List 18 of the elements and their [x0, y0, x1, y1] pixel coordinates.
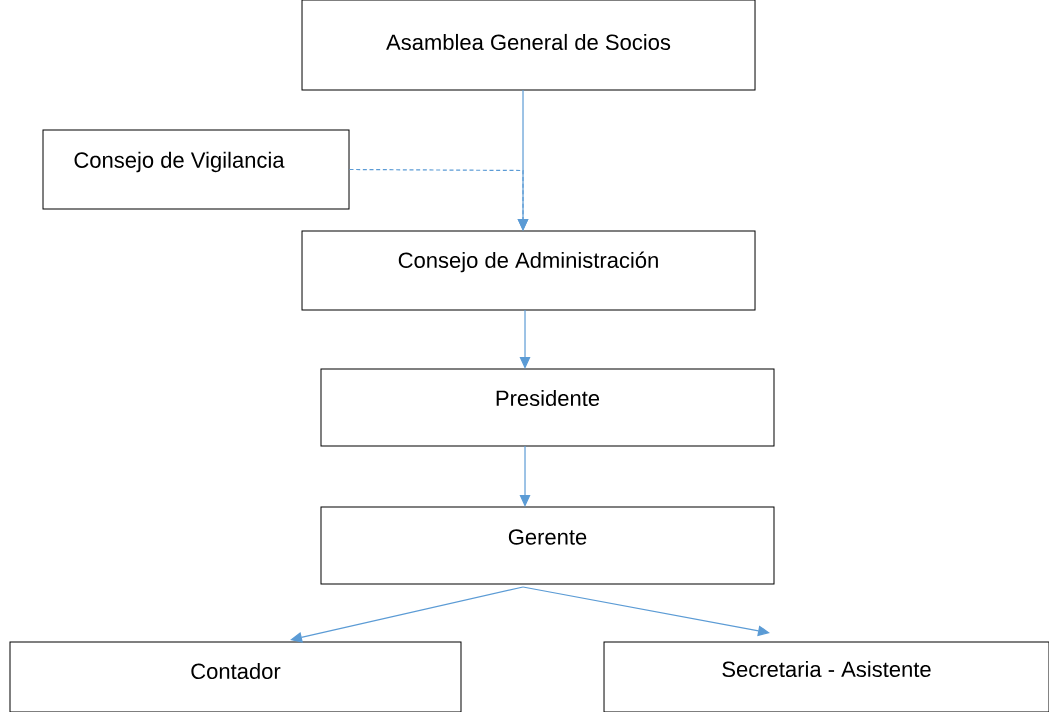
arrow [290, 586, 524, 643]
org-box [320, 368, 775, 447]
org-box [9, 641, 462, 712]
arrow [519, 445, 531, 507]
org-box [603, 641, 1049, 712]
box-label: Consejo de Administración [398, 251, 658, 273]
box-label: Presidente [496, 389, 600, 407]
org-box [42, 129, 350, 210]
org-box [320, 506, 775, 585]
box-label: Consejo de Vigilancia [74, 151, 285, 173]
box-label: Gerente [508, 529, 587, 545]
box-label: Asamblea General de Socios [386, 33, 671, 51]
arrow [348, 168, 529, 231]
org-box [301, 0, 756, 91]
box-label: Contador [191, 662, 281, 680]
org-box [301, 230, 756, 311]
box-label: Secretaria - Asistente [722, 660, 931, 678]
arrow [519, 309, 531, 369]
